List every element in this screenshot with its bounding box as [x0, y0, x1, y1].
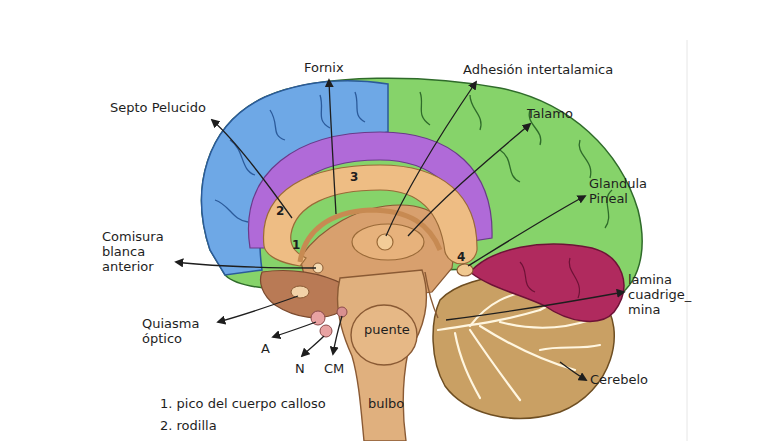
part-label: Septo Pelucido [110, 100, 206, 115]
part-label: CM [324, 361, 344, 376]
part-label: lamina cuadrige_ mina [628, 272, 708, 317]
part-label: bulbo [368, 396, 404, 411]
callout-number: 2 [276, 204, 284, 219]
callout-number: 3 [350, 170, 358, 185]
part-label: Comisura blanca anterior [102, 229, 174, 274]
part-label: 2. rodilla [160, 418, 217, 433]
part-label: A [261, 341, 270, 356]
part-label: Quiasma óptico [142, 316, 216, 346]
callout-number: 4 [457, 250, 465, 265]
part-label: Talamo [527, 106, 573, 121]
part-label: Cerebelo [590, 372, 648, 387]
part-label: Glandula Pineal [589, 176, 665, 206]
part-label: Fornix [304, 60, 344, 75]
part-label: puente [364, 322, 410, 337]
part-label: N [295, 361, 305, 376]
callout-number: 1 [292, 238, 300, 253]
part-label: Adhesión intertalamica [463, 62, 613, 77]
part-label: 1. pico del cuerpo calloso [160, 396, 326, 411]
